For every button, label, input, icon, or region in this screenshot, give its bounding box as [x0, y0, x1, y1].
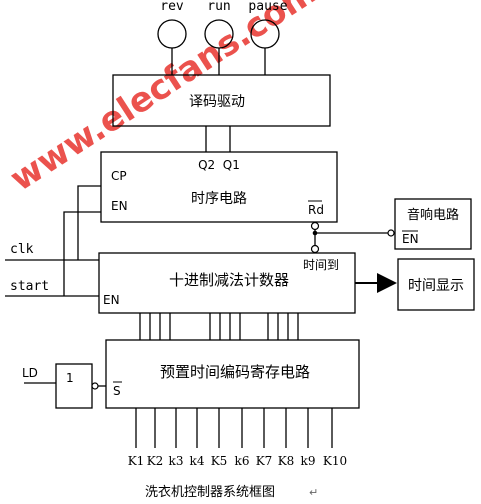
display-block	[397, 258, 475, 311]
register-label: 预置时间编码寄存电路	[160, 363, 310, 381]
sound-en-pin: EN	[402, 232, 419, 246]
key-label: K1	[128, 454, 145, 468]
key-label: K2	[147, 454, 164, 468]
sound-label: 音响电路	[407, 207, 459, 223]
ld-label: LD	[22, 366, 38, 380]
key-lines	[135, 408, 333, 448]
register-block	[105, 339, 360, 409]
sound-block	[394, 198, 472, 250]
key-label: K5	[211, 454, 228, 468]
timing-block	[100, 151, 338, 223]
rd-inverter-bubble	[310, 221, 320, 231]
timing-rd-pin: Rd	[308, 203, 324, 217]
timing-label: 时序电路	[191, 191, 247, 207]
key-label: k9	[301, 454, 316, 468]
inverter-bubble	[91, 382, 99, 390]
key-label: k6	[235, 454, 250, 468]
indicator-label-run: run	[207, 0, 230, 14]
register-s-pin: S	[113, 384, 121, 398]
indicator-group	[157, 19, 280, 75]
clk-label: clk	[10, 242, 34, 257]
timing-outputs-label: Q2 Q1	[198, 158, 240, 172]
timing-cp-pin: CP	[111, 169, 127, 183]
display-label: 时间显示	[408, 278, 464, 294]
decoder-block	[112, 74, 331, 127]
indicator-label-pause: pause	[248, 0, 287, 14]
preset-bus	[139, 313, 299, 340]
key-label: K8	[278, 454, 295, 468]
input-wiring	[5, 185, 101, 297]
inverter-label: 1	[66, 371, 74, 385]
watermark: www.elecfans.com	[3, 0, 324, 200]
timing-en-pin: EN	[111, 199, 128, 213]
start-label: start	[10, 279, 49, 294]
counter-label: 十进制减法计数器	[169, 271, 289, 289]
key-label: k4	[190, 454, 205, 468]
key-label: k3	[169, 454, 184, 468]
key-label: K7	[256, 454, 273, 468]
diagram-caption: 洗衣机控制器系统框图	[145, 484, 275, 500]
counter-en-pin: EN	[103, 293, 120, 307]
time-up-label: 时间到	[303, 258, 339, 272]
counter-out-bubble	[310, 244, 320, 254]
inverter-gate	[55, 363, 93, 409]
key-labels: K1 K2 k3 k4 K5 k6 K7 K8 k9 K10	[128, 454, 347, 468]
caption-return-mark: ↵	[309, 486, 318, 499]
indicator-label-rev: rev	[160, 0, 184, 14]
key-label: K10	[323, 454, 347, 468]
sound-en-bubble	[387, 229, 395, 237]
decoder-label: 译码驱动	[189, 94, 245, 110]
rev-indicator	[157, 19, 187, 49]
